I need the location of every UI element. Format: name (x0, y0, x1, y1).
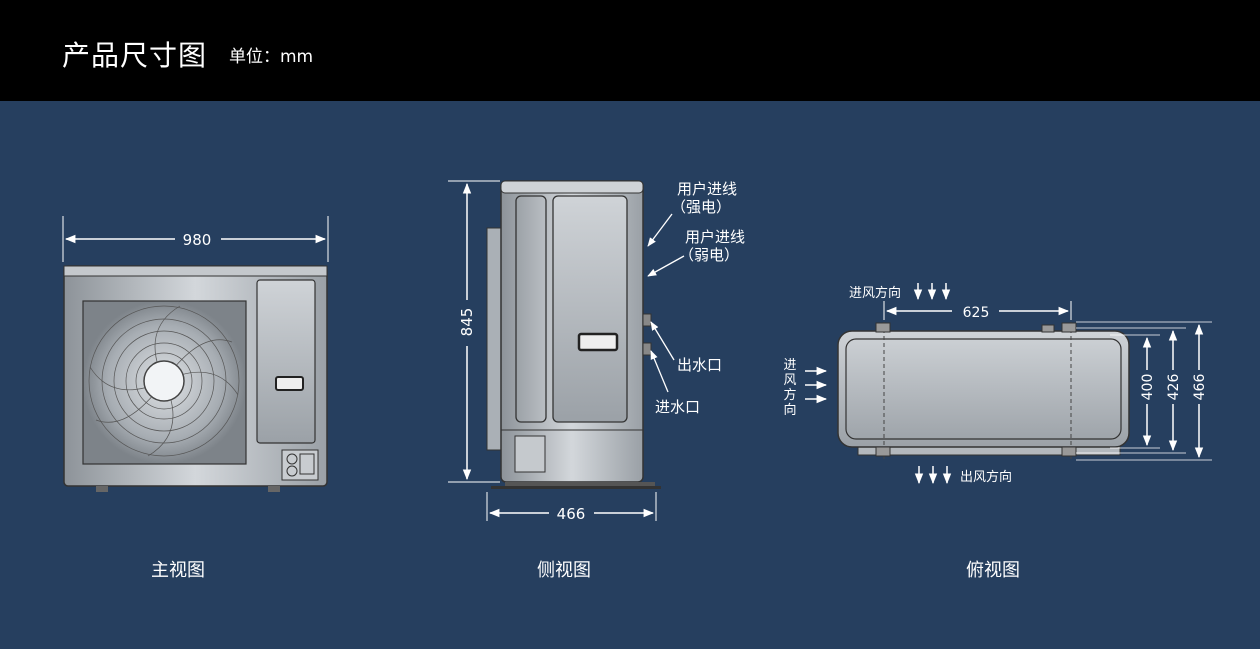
air-in-left-arrows (805, 366, 828, 404)
front-handle (275, 376, 304, 391)
front-view-caption: 主视图 (151, 560, 205, 581)
side-view: 845 466 用户进线 （强电） 用户进线 （弱电） 出水口 进水口 (448, 180, 745, 523)
top-view: 625 400 426 466 进风方向 进 风 方 向 (783, 283, 1212, 485)
air-out-label: 出风方向 (960, 469, 1012, 485)
air-in-top-arrows (913, 283, 951, 301)
front-width-label: 980 (183, 231, 212, 249)
top-unit-body (837, 330, 1130, 448)
top-depth-466-label: 466 (1192, 374, 1208, 401)
top-depth-400-label: 400 (1140, 374, 1156, 401)
air-in-top-label: 进风方向 (849, 285, 901, 301)
side-view-caption: 侧视图 (537, 560, 591, 581)
fan-grille-lines (88, 305, 240, 457)
front-side-panel (256, 279, 316, 444)
side-handle (577, 332, 619, 352)
fan-hub (143, 360, 185, 402)
power-line-label: 用户进线 (677, 180, 737, 198)
top-view-caption: 俯视图 (966, 560, 1020, 581)
water-in-label: 进水口 (655, 398, 700, 416)
air-in-left-char-3: 方 (783, 387, 796, 403)
signal-line-sub-label: （弱电） (679, 246, 739, 264)
air-in-left-char-4: 向 (783, 402, 796, 418)
top-width-label: 625 (963, 305, 990, 321)
drawing-area: 980 845 466 用户进线 （强电） 用户进线 （弱电） (0, 101, 1260, 645)
side-height-label: 845 (458, 308, 476, 337)
water-out-label: 出水口 (677, 356, 722, 374)
front-view: 980 (62, 216, 329, 492)
top-depth-426-label: 426 (1166, 374, 1182, 401)
page-title: 产品尺寸图 (62, 39, 208, 72)
air-in-left-char-1: 进 (783, 358, 796, 373)
side-depth-label: 466 (557, 505, 586, 523)
side-door-panel (552, 195, 628, 423)
air-in-left-char-2: 风 (783, 373, 796, 388)
dimension-drawing: 980 845 466 用户进线 （强电） 用户进线 （弱电） (62, 180, 1212, 523)
header-bar: 产品尺寸图 单位：mm (0, 0, 1260, 101)
power-line-sub-label: （强电） (671, 198, 731, 216)
signal-line-label: 用户进线 (685, 228, 745, 246)
unit-label: 单位：mm (229, 47, 314, 67)
air-out-arrows (914, 466, 952, 485)
